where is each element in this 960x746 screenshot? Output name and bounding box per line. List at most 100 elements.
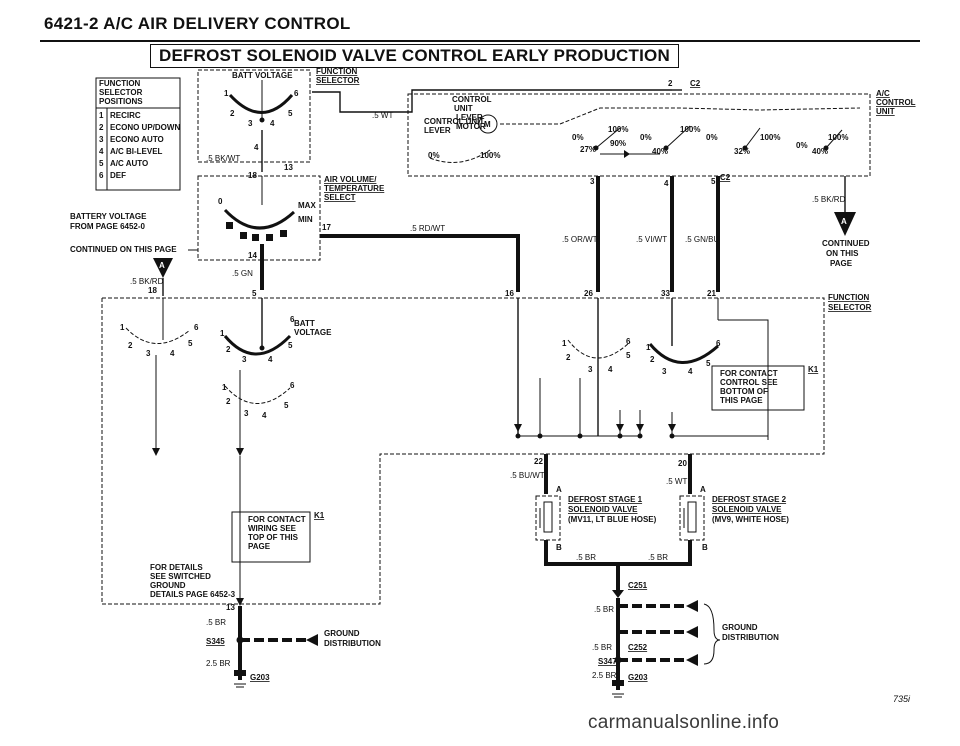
- connector-a-left: A .5 BK/RD 18: [130, 258, 173, 296]
- svg-text:ON THIS: ON THIS: [826, 249, 859, 258]
- svg-text:BOTTOM OF: BOTTOM OF: [720, 387, 768, 396]
- svg-text:AIR VOLUME/: AIR VOLUME/: [324, 175, 377, 184]
- svg-text:6: 6: [626, 337, 631, 346]
- page-code: 735i: [893, 694, 911, 704]
- svg-text:SELECT: SELECT: [324, 193, 356, 202]
- svg-text:5: 5: [99, 159, 104, 168]
- ac-control-unit: 2 C2 A/C CONTROL UNIT CONTROL UNIT CONTR…: [407, 79, 916, 292]
- svg-text:6: 6: [290, 315, 295, 324]
- svg-text:.5 BK/RD: .5 BK/RD: [812, 195, 846, 204]
- svg-text:2: 2: [230, 109, 235, 118]
- svg-text:4: 4: [608, 365, 613, 374]
- svg-text:PAGE: PAGE: [830, 259, 853, 268]
- svg-text:2.5 BR: 2.5 BR: [592, 671, 617, 680]
- svg-text:M: M: [484, 120, 491, 129]
- svg-text:100%: 100%: [680, 125, 700, 134]
- svg-text:2.5 BR: 2.5 BR: [206, 659, 231, 668]
- continued-on-this-page-left: CONTINUED ON THIS PAGE: [70, 245, 177, 254]
- svg-text:SELECTOR: SELECTOR: [828, 303, 872, 312]
- svg-text:MAX: MAX: [298, 201, 316, 210]
- svg-text:13: 13: [284, 163, 293, 172]
- svg-text:3: 3: [248, 119, 253, 128]
- svg-text:20: 20: [678, 459, 687, 468]
- svg-text:1: 1: [120, 323, 125, 332]
- svg-text:FOR CONTACT: FOR CONTACT: [720, 369, 778, 378]
- svg-text:3: 3: [146, 349, 151, 358]
- svg-text:2: 2: [99, 123, 104, 132]
- svg-text:.5 BU/WT: .5 BU/WT: [510, 471, 545, 480]
- top-rule: [40, 40, 920, 42]
- svg-text:2: 2: [226, 397, 231, 406]
- svg-text:6: 6: [294, 89, 299, 98]
- svg-text:DISTRIBUTION: DISTRIBUTION: [722, 633, 779, 642]
- svg-text:C2: C2: [720, 173, 731, 182]
- svg-text:B: B: [556, 543, 562, 552]
- svg-text:UNIT: UNIT: [454, 104, 473, 113]
- svg-text:GROUND: GROUND: [324, 629, 360, 638]
- svg-text:1: 1: [224, 89, 229, 98]
- svg-text:2: 2: [566, 353, 571, 362]
- svg-text:TEMPERATURE: TEMPERATURE: [324, 184, 385, 193]
- svg-text:G203: G203: [250, 673, 270, 682]
- svg-text:4: 4: [99, 147, 104, 156]
- svg-text:ECONO UP/DOWN: ECONO UP/DOWN: [110, 123, 180, 132]
- svg-text:5: 5: [706, 359, 711, 368]
- svg-text:A: A: [841, 217, 847, 226]
- svg-text:4: 4: [688, 367, 693, 376]
- svg-text:32%: 32%: [734, 147, 750, 156]
- svg-text:.5 BR: .5 BR: [594, 605, 614, 614]
- svg-text:1: 1: [562, 339, 567, 348]
- svg-text:WIRING SEE: WIRING SEE: [248, 524, 297, 533]
- svg-text:FUNCTION: FUNCTION: [316, 67, 358, 76]
- svg-text:6: 6: [99, 171, 104, 180]
- svg-text:4: 4: [664, 179, 669, 188]
- svg-text:DEFROST STAGE 1: DEFROST STAGE 1: [568, 495, 643, 504]
- svg-text:.5 BR: .5 BR: [206, 618, 226, 627]
- svg-text:FOR DETAILS: FOR DETAILS: [150, 563, 203, 572]
- svg-text:0%: 0%: [796, 141, 808, 150]
- svg-text:21: 21: [707, 289, 716, 298]
- svg-text:2: 2: [668, 79, 673, 88]
- air-volume-temperature-select: AIR VOLUME/ TEMPERATURE SELECT 0 MAX MIN…: [197, 175, 385, 298]
- svg-text:S347: S347: [598, 657, 617, 666]
- svg-text:2: 2: [650, 355, 655, 364]
- svg-text:4: 4: [170, 349, 175, 358]
- svg-text:BATT VOLTAGE: BATT VOLTAGE: [232, 71, 293, 80]
- svg-text:3: 3: [588, 365, 593, 374]
- svg-text:A/C BI-LEVEL: A/C BI-LEVEL: [110, 147, 163, 156]
- svg-text:RECIRC: RECIRC: [110, 111, 141, 120]
- wire-rdwt: [320, 234, 520, 292]
- svg-text:27%: 27%: [580, 145, 596, 154]
- svg-text:ECONO AUTO: ECONO AUTO: [110, 135, 164, 144]
- svg-text:PAGE: PAGE: [248, 542, 271, 551]
- svg-text:.5 GN/BU: .5 GN/BU: [685, 235, 719, 244]
- svg-text:1: 1: [646, 343, 651, 352]
- svg-text:K1: K1: [314, 511, 325, 520]
- svg-text:13: 13: [226, 603, 235, 612]
- svg-text:2: 2: [128, 341, 133, 350]
- svg-text:LEVER: LEVER: [456, 113, 483, 122]
- ground-distribution-right: .5 BR C252 .5 BR S347 2.5 BR G203 GROUND…: [592, 598, 779, 698]
- legend-heading-1: FUNCTION: [99, 79, 141, 88]
- svg-text:100%: 100%: [480, 151, 500, 160]
- svg-text:C252: C252: [628, 643, 648, 652]
- svg-text:CONTROL: CONTROL: [876, 98, 916, 107]
- svg-text:1: 1: [220, 329, 225, 338]
- svg-text:MIN: MIN: [298, 215, 313, 224]
- svg-text:5: 5: [188, 339, 193, 348]
- svg-text:GROUND: GROUND: [150, 581, 186, 590]
- svg-text:22: 22: [534, 457, 543, 466]
- svg-text:.5 BK/WT: .5 BK/WT: [206, 154, 240, 163]
- legend-heading-2: SELECTOR: [99, 88, 143, 97]
- connector-a-right: A CONTINUED ON THIS PAGE: [822, 212, 870, 268]
- svg-text:0: 0: [218, 197, 223, 206]
- svg-text:33: 33: [661, 289, 670, 298]
- svg-text:SEE SWITCHED: SEE SWITCHED: [150, 572, 211, 581]
- svg-text:BATT: BATT: [294, 319, 315, 328]
- svg-text:0%: 0%: [572, 133, 584, 142]
- svg-text:.5 BR: .5 BR: [592, 643, 612, 652]
- svg-text:A/C AUTO: A/C AUTO: [110, 159, 148, 168]
- svg-text:.5 BK/RD: .5 BK/RD: [130, 277, 164, 286]
- svg-text:6: 6: [716, 339, 721, 348]
